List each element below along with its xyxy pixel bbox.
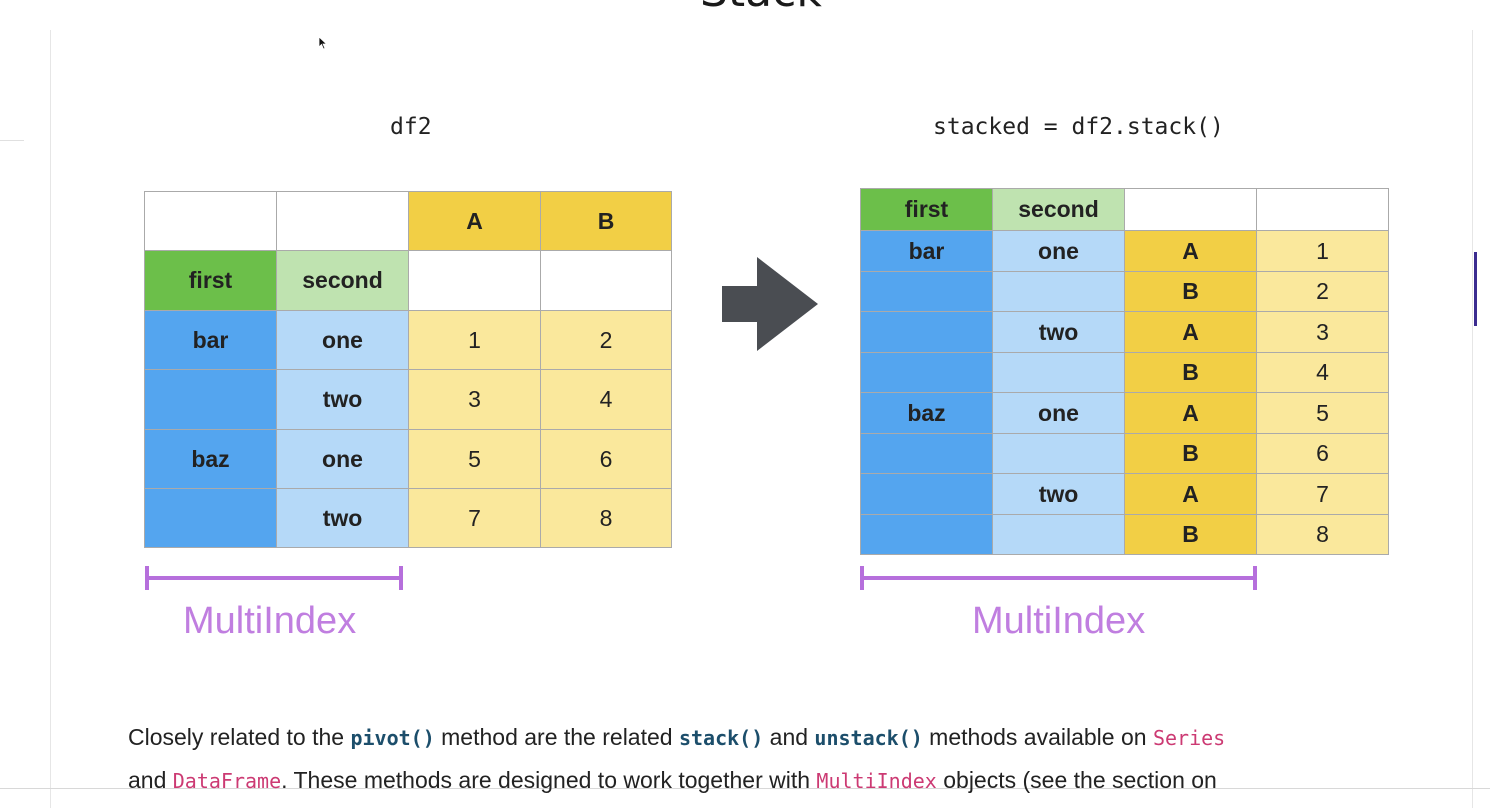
left-multiindex-label: MultiIndex [183,600,357,642]
sidebar-divider [0,140,24,141]
column-header: A [408,191,541,251]
index-name-second: second [992,188,1125,231]
description-paragraph: Closely related to the pivot() method ar… [128,716,1418,802]
level-second-cell: two [992,473,1125,515]
level-first-cell: bar [860,230,993,272]
stack-link[interactable]: stack() [678,726,764,750]
blank-cell [540,250,672,311]
stacked-key-cell: A [1124,230,1257,272]
level-second-cell [992,271,1125,312]
index-name-second: second [276,250,409,311]
value-cell: 3 [408,369,541,430]
level-second-cell [992,352,1125,393]
blank-cell [408,250,541,311]
level-first-cell [860,311,993,353]
pivot-link[interactable]: pivot() [350,726,435,750]
stacked-key-cell: A [1124,392,1257,434]
stacked-key-cell: A [1124,311,1257,353]
value-cell: 3 [1256,311,1389,353]
value-cell: 7 [1256,473,1389,515]
value-cell: 4 [1256,352,1389,393]
scroll-indicator[interactable] [1474,252,1477,326]
stacked-key-cell: A [1124,473,1257,515]
right-arrow-icon [722,257,818,351]
paragraph-text: methods available on [922,724,1153,750]
stacked-key-cell: B [1124,352,1257,393]
dataframe-code: DataFrame [172,769,282,793]
index-name-first: first [144,250,277,311]
level-first-cell [860,514,993,555]
level-first-cell [144,369,277,430]
blank-cell [1124,188,1257,231]
level-first-cell [144,488,277,548]
value-cell: 8 [540,488,672,548]
value-cell: 2 [1256,271,1389,312]
series-code: Series [1152,726,1226,750]
unstack-link[interactable]: unstack() [814,726,923,750]
df2-table: A B first second bar one 1 2 two 3 4 baz… [144,191,672,548]
level-first-cell [860,352,993,393]
level-second-cell: one [276,429,409,489]
left-multiindex-bracket [145,566,403,590]
level-second-cell: one [992,230,1125,272]
paragraph-text: and [763,724,815,750]
paragraph-text: objects (see the section on [936,767,1217,793]
value-cell: 5 [408,429,541,489]
level-second-cell: two [992,311,1125,353]
page-frame [50,30,1473,808]
mouse-cursor-icon [318,36,328,50]
right-multiindex-bracket [860,566,1257,590]
value-cell: 1 [408,310,541,370]
value-cell: 6 [540,429,672,489]
stacked-key-cell: B [1124,271,1257,312]
blank-cell [276,191,409,251]
level-second-cell [992,514,1125,555]
paragraph-text: Closely related to the [128,724,351,750]
blank-cell [1256,188,1389,231]
level-first-cell [860,271,993,312]
level-second-cell: two [276,488,409,548]
stacked-table: first second bar one A 1 B 2 two A 3 B 4… [860,188,1389,555]
index-name-first: first [860,188,993,231]
level-first-cell [860,433,993,474]
value-cell: 5 [1256,392,1389,434]
left-caption: df2 [390,114,432,140]
paragraph-text: . These methods are designed to work tog… [281,767,817,793]
level-first-cell: baz [144,429,277,489]
paragraph-text: method are the related [434,724,679,750]
value-cell: 2 [540,310,672,370]
value-cell: 1 [1256,230,1389,272]
value-cell: 6 [1256,433,1389,474]
level-second-cell [992,433,1125,474]
level-first-cell: bar [144,310,277,370]
level-second-cell: two [276,369,409,430]
right-caption: stacked = df2.stack() [933,114,1224,140]
value-cell: 4 [540,369,672,430]
level-second-cell: one [992,392,1125,434]
multiindex-code: MultiIndex [816,769,937,793]
value-cell: 7 [408,488,541,548]
right-multiindex-label: MultiIndex [972,600,1146,642]
level-first-cell: baz [860,392,993,434]
blank-cell [144,191,277,251]
bottom-divider [0,788,1490,789]
stacked-key-cell: B [1124,433,1257,474]
paragraph-text: and [128,767,173,793]
page-heading: Stack [700,0,822,14]
column-header: B [540,191,672,251]
level-second-cell: one [276,310,409,370]
level-first-cell [860,473,993,515]
stacked-key-cell: B [1124,514,1257,555]
value-cell: 8 [1256,514,1389,555]
